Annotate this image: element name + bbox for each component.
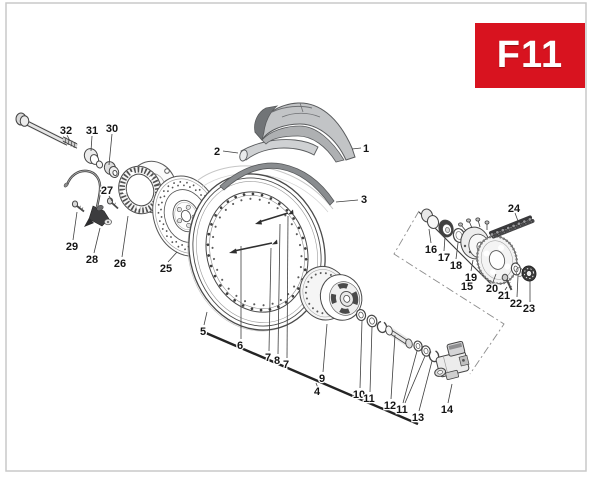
front-hub-art <box>299 265 363 321</box>
part-label-7: 7 <box>265 352 271 364</box>
leader-line-16 <box>428 228 432 244</box>
leader-line-11 <box>369 326 373 393</box>
spacer-30-art <box>103 161 120 178</box>
part-label-8: 8 <box>274 355 280 367</box>
leader-line-9 <box>322 323 328 373</box>
speedo-drive-art <box>434 340 470 381</box>
leader-line-18 <box>455 242 459 260</box>
part-label-31: 31 <box>86 125 98 137</box>
part-label-13: 13 <box>412 412 424 424</box>
part-label-19: 19 <box>465 272 477 284</box>
part-label-22: 22 <box>510 298 522 310</box>
part-label-17: 17 <box>438 252 450 264</box>
part-label-27: 27 <box>101 185 113 197</box>
part-label-12: 12 <box>384 400 396 412</box>
washer-22-art <box>510 262 524 277</box>
leader-line-21 <box>504 286 508 291</box>
leader-line-11 <box>404 355 426 404</box>
sprocket-bolt-art <box>501 273 513 291</box>
leader-line-3 <box>335 199 359 203</box>
leader-line-8 <box>277 223 281 355</box>
leader-line-2 <box>222 150 239 154</box>
bolt-29-art <box>71 200 85 213</box>
leader-line-7 <box>286 215 289 359</box>
part-label-3: 3 <box>361 194 367 206</box>
part-label-23: 23 <box>523 303 535 315</box>
sprocket-art <box>475 235 519 285</box>
leader-line-24 <box>514 212 519 222</box>
tube-art <box>239 139 319 162</box>
front-axle-art <box>15 112 78 149</box>
part-label-5: 5 <box>200 326 206 338</box>
part-label-16: 16 <box>425 244 437 256</box>
leader-line-28 <box>93 227 101 254</box>
leader-line-25 <box>167 251 178 263</box>
part-label-2: 2 <box>214 146 220 158</box>
leader-line-4 <box>315 382 319 389</box>
leader-line-31 <box>90 135 93 152</box>
axis-line-right <box>393 210 505 375</box>
leader-line-14 <box>447 383 453 404</box>
page-frame <box>5 2 587 472</box>
bearing-23-art <box>521 265 537 282</box>
chain-art <box>489 215 535 239</box>
page-code-text: F11 <box>496 34 564 76</box>
page-code-badge: F11 <box>475 23 585 88</box>
part-label-25: 25 <box>160 263 172 275</box>
part-label-30: 30 <box>106 123 118 135</box>
leader-line-29 <box>72 211 78 241</box>
leader-line-5 <box>203 311 208 326</box>
part-label-1: 1 <box>363 143 369 155</box>
front-fender-art <box>254 102 356 163</box>
leader-line-13 <box>418 360 433 412</box>
rim-band-art <box>219 162 335 206</box>
leader-line-11 <box>402 350 418 404</box>
tone-ring-art <box>118 165 162 215</box>
part-label-9: 9 <box>319 373 325 385</box>
leader-line-27 <box>108 195 113 202</box>
leader-line-7 <box>268 247 272 352</box>
spoke-glyphs-art <box>229 209 294 254</box>
leader-line-20 <box>492 273 497 283</box>
part-label-29: 29 <box>66 241 78 253</box>
leader-line-22 <box>516 275 519 298</box>
leader-line-30 <box>108 133 113 166</box>
part-label-11: 11 <box>396 404 408 416</box>
speed-sensor-art <box>63 169 112 227</box>
part-label-6: 6 <box>237 340 243 352</box>
part-label-24: 24 <box>508 203 521 215</box>
axle-washers-art <box>355 308 440 363</box>
part-label-11: 11 <box>363 393 375 405</box>
group-line-4 <box>205 331 419 426</box>
leader-line-1 <box>351 147 362 150</box>
leader-line-19 <box>470 259 474 272</box>
part-label-7: 7 <box>283 359 289 371</box>
leader-line-17 <box>443 236 446 252</box>
part-label-15: 15 <box>461 281 473 293</box>
leader-line-26 <box>121 215 129 258</box>
part-label-18: 18 <box>450 260 462 272</box>
part-label-26: 26 <box>114 258 126 270</box>
part-label-32: 32 <box>60 125 72 137</box>
part-label-14: 14 <box>441 404 454 416</box>
part-label-28: 28 <box>86 254 98 266</box>
part-label-20: 20 <box>486 283 498 295</box>
leader-line-12 <box>390 334 396 400</box>
leader-line-10 <box>359 320 363 389</box>
part-label-10: 10 <box>353 389 365 401</box>
part-label-4: 4 <box>314 386 321 398</box>
callout-leaders <box>66 133 531 412</box>
spacer-31-art <box>83 148 104 169</box>
leader-line-32 <box>66 134 71 142</box>
part-label-21: 21 <box>498 290 510 302</box>
bolt-27-art <box>106 197 119 210</box>
